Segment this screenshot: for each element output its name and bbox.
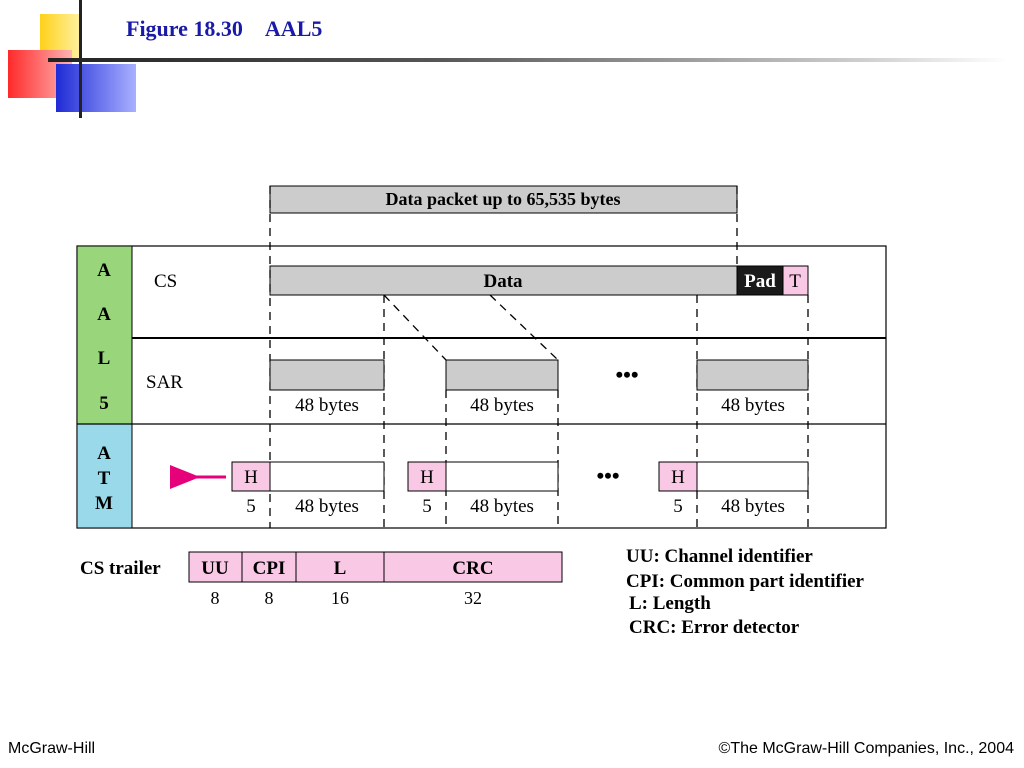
cs-data-label: Data [483, 271, 523, 292]
trailer-crc-label: CRC [452, 558, 493, 579]
pad-label: Pad [744, 271, 776, 292]
atm-cell-1-payload-size: 48 bytes [295, 496, 359, 517]
trailer-uu-box [188, 551, 243, 583]
sar-segment-3 [696, 359, 809, 391]
trailer-cpi-label: CPI [253, 558, 286, 579]
cs-trailer-label: CS trailer [80, 558, 161, 579]
trailer-l-label: L [334, 558, 347, 579]
atm-cell-3-header-size: 5 [673, 496, 683, 517]
sar-segment-2-size: 48 bytes [470, 395, 534, 416]
figure-title: AAL5 [264, 16, 323, 41]
decor-blue-square [56, 64, 136, 112]
atm-cell-1-payload [269, 461, 385, 492]
slide-title: Figure 18.30 AAL5 [122, 16, 322, 42]
legend-cpi: CPI: Common part identifier [626, 571, 865, 592]
trailer-crc-bits: 32 [464, 588, 482, 608]
cs-label: CS [154, 271, 177, 292]
atm-cell-2-header-size: 5 [422, 496, 432, 517]
aal5-letter-1: A [97, 260, 111, 281]
atm-cell-3-payload-size: 48 bytes [721, 496, 785, 517]
trailer-t-box [782, 265, 809, 296]
atm-cell-3-payload [696, 461, 809, 492]
figure-label: Figure 18.30 [126, 16, 243, 41]
footer-copyright: ©The McGraw-Hill Companies, Inc., 2004 [718, 740, 1014, 757]
trailer-l-bits: 16 [331, 588, 349, 608]
atm-cell-2-payload-size: 48 bytes [470, 496, 534, 517]
data-packet-box [269, 185, 738, 214]
sar-segment-2 [445, 359, 559, 391]
aal5-letter-4: 5 [99, 393, 109, 414]
trailer-cpi-bits: 8 [265, 588, 274, 608]
atm-ellipsis: ••• [596, 463, 619, 488]
sar-ellipsis: ••• [615, 362, 638, 387]
trailer-uu-bits: 8 [211, 588, 220, 608]
aal5-side-bar [76, 245, 133, 425]
trailer-t-label: T [789, 271, 801, 292]
trailer-l-box [295, 551, 385, 583]
sar-segment-1-size: 48 bytes [295, 395, 359, 416]
data-packet-label: Data packet up to 65,535 bytes [385, 189, 620, 209]
legend-crc: CRC: Error detector [629, 617, 800, 638]
atm-cell-3-header [658, 461, 698, 492]
aal5-letter-3: L [98, 348, 111, 369]
cs-data-box [269, 265, 738, 296]
sar-segment-3-size: 48 bytes [721, 395, 785, 416]
pad-box [736, 265, 784, 296]
atm-cell-1-header-size: 5 [246, 496, 256, 517]
aal5-diagram: Data packet up to 65,535 bytes A A L 5 A… [76, 185, 887, 638]
atm-letter-1: A [97, 443, 111, 464]
footer-publisher: McGraw-Hill [8, 740, 96, 757]
atm-cell-1-header-label: H [244, 467, 258, 488]
legend-l: L: Length [629, 593, 711, 614]
trailer-crc-box [383, 551, 563, 583]
atm-cell-2-payload [445, 461, 559, 492]
trailer-uu-label: UU [201, 558, 229, 579]
atm-letter-2: T [98, 468, 111, 489]
aal5-letter-2: A [97, 304, 111, 325]
sar-segment-1 [269, 359, 385, 391]
atm-side-bar [76, 423, 133, 529]
atm-cell-1-header [231, 461, 271, 492]
atm-cell-2-header-label: H [420, 467, 434, 488]
decor-horizontal-line [48, 58, 1008, 62]
legend-uu: UU: Channel identifier [626, 546, 813, 567]
atm-letter-3: M [95, 493, 113, 514]
atm-cell-3-header-label: H [671, 467, 685, 488]
sar-label: SAR [146, 372, 183, 393]
